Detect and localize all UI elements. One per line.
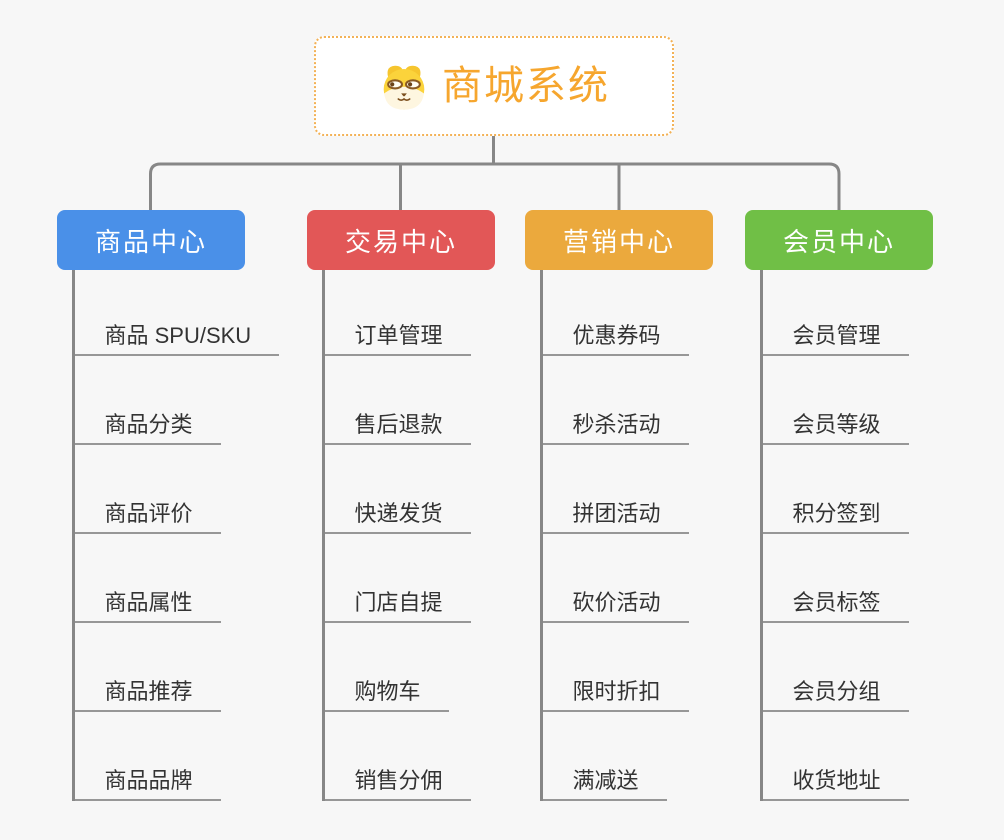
leaf-topic[interactable]: 会员分组 <box>762 623 909 712</box>
leaf-topic[interactable]: 售后退款 <box>324 356 471 445</box>
branch-children-product-center: 商品 SPU/SKU 商品分类 商品评价 商品属性 商品推荐 商品品牌 <box>71 270 280 801</box>
leaf-topic[interactable]: 商品品牌 <box>74 712 221 801</box>
doge-icon <box>383 65 425 110</box>
branch-children-member-center: 会员管理 会员等级 积分签到 会员标签 会员分组 收货地址 <box>759 270 934 801</box>
leaf-topic[interactable]: 积分签到 <box>762 445 909 534</box>
leaf-topic[interactable]: 商品 SPU/SKU <box>74 270 280 356</box>
leaf-topic[interactable]: 收货地址 <box>762 712 909 801</box>
branch-trade-center: 交易中心 订单管理 售后退款 快递发货 门店自提 购物车 销售分佣 <box>307 210 495 801</box>
root-topic-title: 商城系统 <box>442 64 610 108</box>
branch-header-marketing-center[interactable]: 营销中心 <box>525 210 713 270</box>
leaf-topic[interactable]: 商品属性 <box>74 534 221 623</box>
leaf-topic[interactable]: 拼团活动 <box>542 445 689 534</box>
leaf-topic[interactable]: 砍价活动 <box>542 534 689 623</box>
branch-member-center: 会员中心 会员管理 会员等级 积分签到 会员标签 会员分组 收货地址 <box>745 210 933 801</box>
leaf-topic[interactable]: 会员等级 <box>762 356 909 445</box>
leaf-topic[interactable]: 会员管理 <box>762 270 909 356</box>
leaf-topic[interactable]: 限时折扣 <box>542 623 689 712</box>
branch-marketing-center: 营销中心 优惠券码 秒杀活动 拼团活动 砍价活动 限时折扣 满减送 <box>525 210 713 801</box>
leaf-topic[interactable]: 快递发货 <box>324 445 471 534</box>
leaf-topic[interactable]: 优惠券码 <box>542 270 689 356</box>
leaf-topic[interactable]: 门店自提 <box>324 534 471 623</box>
leaf-topic[interactable]: 商品推荐 <box>74 623 221 712</box>
leaf-topic[interactable]: 会员标签 <box>762 534 909 623</box>
branch-children-trade-center: 订单管理 售后退款 快递发货 门店自提 购物车 销售分佣 <box>321 270 496 801</box>
leaf-topic[interactable]: 订单管理 <box>324 270 471 356</box>
branch-header-member-center[interactable]: 会员中心 <box>745 210 933 270</box>
branch-header-product-center[interactable]: 商品中心 <box>57 210 245 270</box>
branch-children-marketing-center: 优惠券码 秒杀活动 拼团活动 砍价活动 限时折扣 满减送 <box>539 270 714 801</box>
leaf-topic[interactable]: 商品分类 <box>74 356 221 445</box>
leaf-topic[interactable]: 购物车 <box>324 623 449 712</box>
branch-product-center: 商品中心 商品 SPU/SKU 商品分类 商品评价 商品属性 商品推荐 商品品牌 <box>57 210 280 801</box>
branch-header-trade-center[interactable]: 交易中心 <box>307 210 495 270</box>
leaf-topic[interactable]: 秒杀活动 <box>542 356 689 445</box>
root-topic[interactable]: 商城系统 <box>314 36 674 136</box>
leaf-topic[interactable]: 满减送 <box>542 712 667 801</box>
leaf-topic[interactable]: 商品评价 <box>74 445 221 534</box>
leaf-topic[interactable]: 销售分佣 <box>324 712 471 801</box>
